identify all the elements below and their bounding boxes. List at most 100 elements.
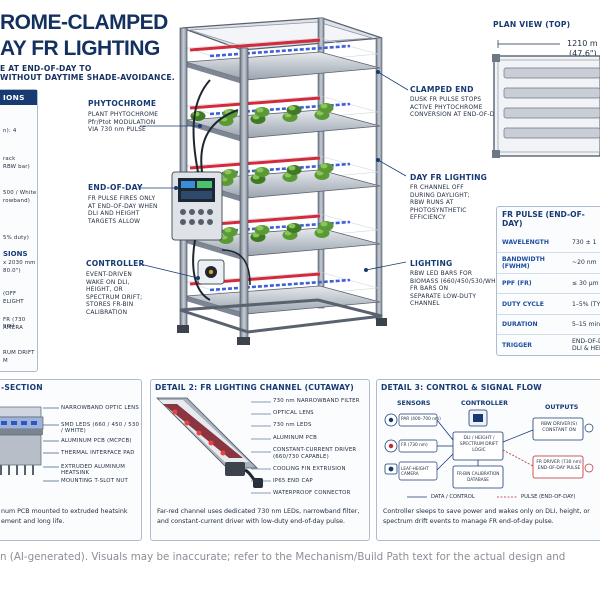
detail-2-label: WATERPROOF CONNECTOR (273, 490, 351, 496)
detail-2-label: 730 nm NARROWBAND FILTER (273, 398, 360, 404)
detail-2-label: COOLING FIN EXTRUSION (273, 466, 346, 472)
rbw-light-bar (209, 278, 351, 292)
fr-pulse-row: PPF (FR)≤ 30 µm (497, 273, 600, 295)
detail-2-label: CONSTANT-CURRENT DRIVER (660/730 CAPABLE… (273, 447, 357, 460)
spec-fragment: M (3, 358, 8, 364)
detail-3-title: DETAIL 3: CONTROL & SIGNAL FLOW (381, 383, 542, 392)
fr-pulse-value-line: ~20 nm (572, 259, 597, 267)
detail-2-panel: DETAIL 2: FR LIGHTING CHANNEL (CUTAWAY) … (150, 379, 370, 541)
outputs-column-title: OUTPUTS (545, 404, 579, 411)
spec-fragment: RBW bar) (3, 164, 30, 170)
plan-view-dim-in: (47.6") (569, 49, 597, 58)
controller-logic-box: DLI / HEIGHT / SPECTRUM DRIFT LOGIC (455, 436, 503, 454)
controller-column-title: CONTROLLER (461, 400, 508, 407)
fr-pulse-value: 1–5% (TY (567, 293, 600, 315)
callout-day-fr-line: RBW RUNS AT (410, 200, 454, 207)
subtitle-line1: E AT END-OF-DAY TO (0, 64, 92, 73)
fr-pulse-value: ≤ 30 µm (567, 273, 600, 295)
fr-pulse-row: DUTY CYCLE 1–5% (TY (497, 293, 600, 315)
callout-lighting: LIGHTING RBW LED BARS FOR BIOMASS (660/4… (410, 259, 510, 309)
lettuce-leaf-highlight (288, 223, 296, 229)
plan-view-drawing (492, 40, 600, 158)
callout-day-fr-title: DAY FR LIGHTING (410, 173, 488, 182)
signal-flow-diagram (384, 409, 594, 498)
detail-1-label: EXTRUDED ALUMINUM HEATSINK (61, 464, 126, 476)
callout-end-of-day-line: DLI AND HEIGHT (88, 211, 140, 218)
output-fr-line: FR DRIVER (730 nm) (536, 460, 582, 465)
lettuce-leaf-highlight (224, 227, 232, 233)
callout-controller-line: STORES FR-BIN (86, 302, 134, 309)
fr-pulse-value: 730 ± 1 (567, 232, 600, 254)
detail-2-title: DETAIL 2: FR LIGHTING CHANNEL (CUTAWAY) (155, 383, 354, 392)
fr-pulse-value-line: ≤ 30 µm (572, 279, 599, 287)
spec-fragment: SIONS (3, 250, 28, 258)
fr-pulse-key: DUTY CYCLE (497, 293, 567, 315)
lettuce-leaf-highlight (320, 103, 328, 109)
page-title-line2: AY FR LIGHTING (0, 37, 160, 60)
detail-2-caption-line2: and constant-current driver with low-dut… (157, 518, 346, 525)
plan-view-title: PLAN VIEW (TOP) (493, 20, 571, 29)
legend-data-control: DATA / CONTROL (431, 494, 475, 500)
sensors-column-title: SENSORS (397, 400, 431, 407)
callout-lighting-line: FR BARS ON (410, 286, 449, 293)
spec-fragment: FR (730 nm) (3, 317, 26, 329)
detail-1-label: ALUMINUM PCB (MCPCB) (61, 438, 132, 444)
sensor-camera: LEAF-HEIGHT CAMERA (401, 466, 429, 476)
fr-pulse-value-line: 1–5% (TY (572, 300, 600, 308)
controller-logic-line: DLI / HEIGHT / (463, 436, 495, 441)
spec-fragment: rowband) (3, 198, 31, 204)
callout-day-fr-line: EFFICIENCY (410, 215, 446, 222)
detail-2-label: IP65 END CAP (273, 478, 313, 484)
controller-logic-line: SPECTRUM DRIFT (459, 442, 499, 447)
calibration-database-box: FR-BIN CALIBRATION DATABASE (453, 471, 503, 483)
fr-pulse-row: DURATION 5–15 min (497, 314, 600, 336)
callout-day-fr-line: DURING DAYLIGHT; (410, 192, 470, 199)
callout-day-fr-line: PHOTOSYNTHETIC (410, 207, 467, 214)
fr-pulse-value: ~20 nm (567, 252, 600, 274)
callout-day-fr: DAY FR LIGHTING FR CHANNEL OFF DURING DA… (410, 173, 487, 223)
callout-day-fr-line: FR CHANNEL OFF (410, 185, 464, 191)
detail-1-label: MOUNTING T-SLOT NUT (61, 478, 128, 484)
callout-phytochrome-line: PLANT PHYTOCHROME (88, 112, 159, 118)
detail-3-caption-line2: spectrum drift events to manage FR end-o… (383, 518, 554, 525)
detail-1-panel: -SECTION NARROWBAND OPTIC LENS SMD LEDS … (0, 379, 142, 541)
lettuce-leaf-highlight (288, 105, 296, 111)
rbw-light-bar (209, 44, 351, 58)
callout-end-of-day-line: TARGETS ALLOW (88, 218, 141, 225)
callout-end-of-day-line: FR PULSE FIRES ONLY (88, 196, 156, 202)
detail-2-caption-line1: Far-red channel uses dedicated 730 nm LE… (157, 508, 360, 515)
grow-rack-illustration (171, 17, 387, 345)
callout-controller-line: CALIBRATION (86, 309, 128, 316)
callout-lighting-line: SEPARATE LOW-DUTY (410, 293, 477, 300)
fr-pulse-key: DURATION (497, 314, 567, 336)
callout-clamped-end-line: CONVERSION AT END-OF-DAY (410, 112, 502, 119)
disclaimer-footer: n (AI-generated). Visuals may be inaccur… (0, 551, 566, 563)
spec-fragment: 80.0") (3, 268, 21, 274)
callout-end-of-day-line: AT END-OF-DAY WHEN (88, 203, 158, 210)
spec-fragment: AMERA (3, 325, 23, 331)
sensor-par: PAR (400–700 nm) (401, 417, 441, 422)
detail-2-leaders (251, 401, 271, 494)
detail-1-caption-line1: num PCB mounted to extruded heatsink (1, 508, 128, 515)
fr-pulse-value-line: 5–15 min (572, 321, 600, 329)
specifications-panel-header: IONS (0, 90, 37, 105)
spec-fragment: rack (3, 156, 16, 162)
fr-light-bar (189, 96, 321, 110)
detail-1-caption-line2: ement and long life. (1, 518, 65, 525)
detail-3-panel: DETAIL 3: CONTROL & SIGNAL FLOW SENSORS … (376, 379, 600, 541)
output-rbw-driver: RBW DRIVER(S) CONSTANT ON (535, 422, 583, 434)
lettuce-leaf-highlight (288, 165, 296, 171)
fr-pulse-key: BANDWIDTH (FWHM) (497, 252, 567, 274)
fr-light-bar (189, 38, 321, 52)
callout-end-of-day: END-OF-DAY FR PULSE FIRES ONLY AT END-OF… (88, 183, 158, 226)
tray-edge (186, 62, 246, 85)
led-bar-cross-section-drawing (0, 406, 44, 475)
detail-1-label: SMD LEDS (660 / 450 / 530 / WHITE) (61, 422, 140, 434)
callout-leaders (138, 70, 409, 280)
fr-pulse-value-line: 730 ± 1 (572, 238, 597, 246)
callout-controller-line: HEIGHT, OR (86, 287, 123, 294)
